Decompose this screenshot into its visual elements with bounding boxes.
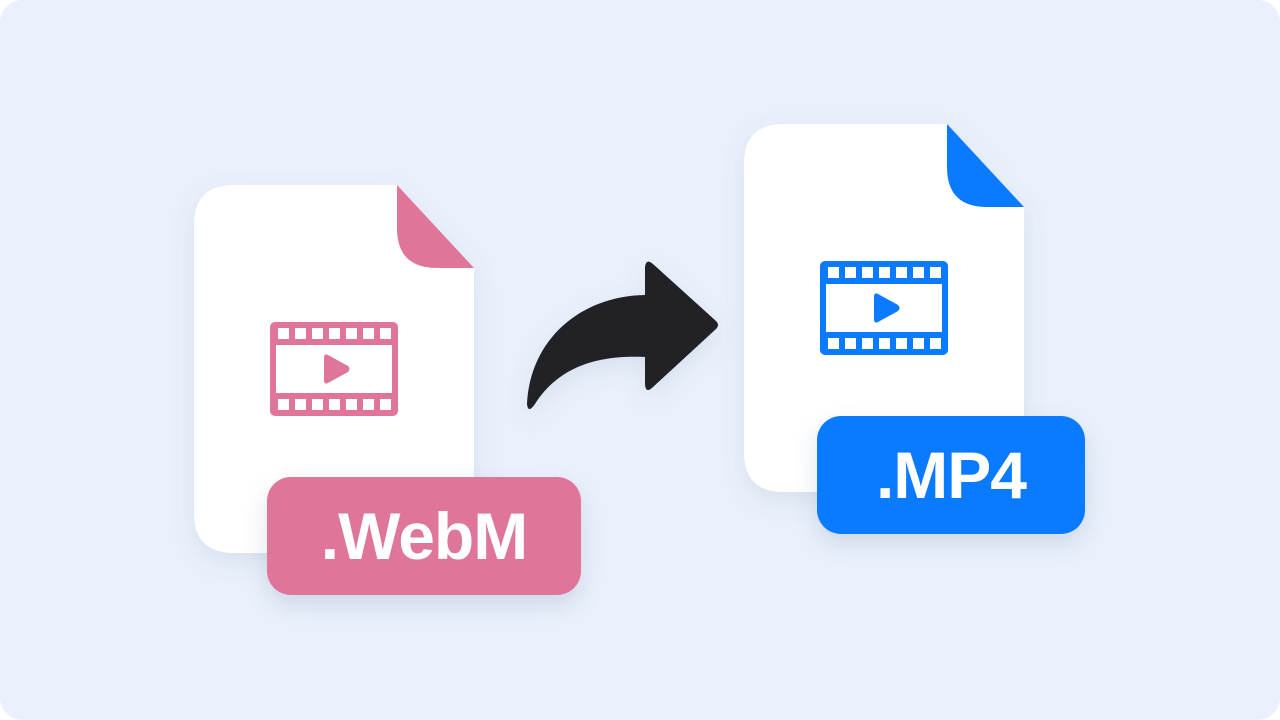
source-file-document <box>194 185 474 553</box>
source-format-badge: .WebM <box>267 477 581 595</box>
target-format-label: .MP4 <box>875 438 1027 512</box>
page-fold-corner <box>397 185 474 268</box>
film-play-icon <box>270 322 398 416</box>
target-format-badge: .MP4 <box>817 416 1085 534</box>
film-play-icon <box>820 261 948 355</box>
curved-arrow-right-icon <box>527 261 718 409</box>
page-fold-corner <box>947 124 1024 207</box>
source-format-label: .WebM <box>320 499 528 573</box>
target-file-document <box>744 124 1024 492</box>
